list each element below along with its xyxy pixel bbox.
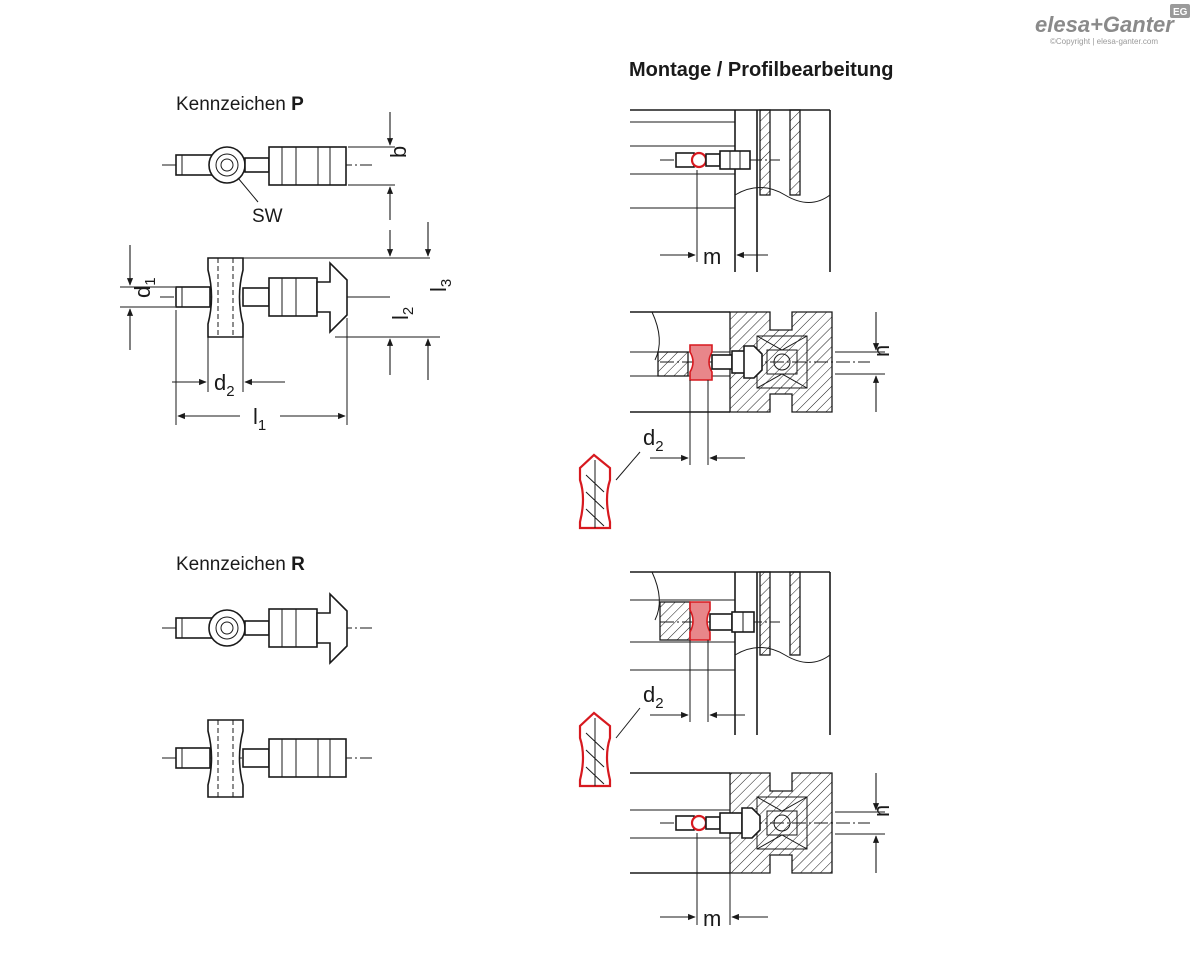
dim-n-2: n [869,805,894,817]
mounting-view-1: m [630,109,831,272]
mounting-view-4: n m [630,772,894,931]
mounting-heading: Montage / Profilbearbeitung [629,59,893,81]
dim-d2: d2 [214,370,235,400]
dim-l3: l3 [426,279,455,292]
mounting-view-2: n d2 [615,311,894,481]
brand-badge [1170,4,1190,18]
dim-d2-2: d2 [643,682,664,712]
drill-bit-icon [578,453,612,530]
variant-r-top-view [162,592,372,665]
dim-l1: l1 [253,404,266,434]
mounting-view-3: d2 [615,571,831,739]
variant-r-letter: R [291,554,305,575]
dim-n-1: n [869,345,894,357]
dim-sw: SW [252,206,283,227]
variant-p-prefix: Kennzeichen [176,94,286,115]
variant-r-prefix: Kennzeichen [176,554,286,575]
copyright-text: ©Copyright | elesa-ganter.com [1050,37,1158,46]
variant-p-heading: Kennzeichen P [176,94,304,115]
dim-l2: l2 [388,307,417,320]
variant-r-side-view [162,719,372,798]
drill-bit-icon [578,711,612,788]
variant-p-letter: P [291,94,304,115]
dim-b: b [386,146,411,158]
variant-r-heading: Kennzeichen R [176,554,305,575]
variant-p-top-view: b SW [162,112,411,227]
logo-text: elesa+Ganter [1035,12,1175,37]
brand-logo: elesa+Ganter ©Copyright | elesa-ganter.c… [1035,4,1190,46]
dim-m-1: m [703,244,721,269]
dim-d2-1: d2 [643,425,664,455]
brand-badge-text: EG [1173,7,1188,18]
variant-p-side-view: l2 l3 d1 d2 l1 [120,222,455,434]
dim-d1: d1 [130,277,159,298]
dim-m-2: m [703,906,721,931]
